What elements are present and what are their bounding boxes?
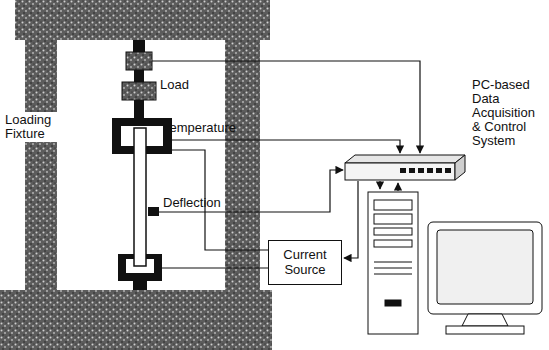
frame-base <box>0 290 272 350</box>
box-text: Current Source <box>273 247 337 277</box>
frame-column <box>25 40 57 292</box>
current-lead <box>162 267 268 268</box>
rod <box>133 40 145 52</box>
bus-up <box>397 183 398 191</box>
load-wire <box>152 61 420 153</box>
part-label: Deflection <box>163 196 221 210</box>
specimen <box>134 128 146 266</box>
deflection-wire <box>159 170 343 212</box>
control-wire <box>344 181 358 258</box>
part-label: PC-based Data Acquisition & Control Syst… <box>472 78 544 148</box>
rod <box>134 70 144 82</box>
rod <box>134 100 144 118</box>
computer-tower <box>368 192 418 334</box>
part-label: Loading Fixture <box>3 112 65 142</box>
daq-unit <box>345 155 465 180</box>
monitor <box>428 222 542 334</box>
deflection-sensor <box>148 207 159 216</box>
temperature-wire <box>172 140 400 153</box>
part-label: Temperature <box>163 121 236 135</box>
bus-down <box>379 181 380 189</box>
load-cell <box>126 52 152 70</box>
pin <box>133 281 147 290</box>
frame-crosshead <box>15 0 270 40</box>
load-block <box>122 82 156 100</box>
frame-column <box>225 40 260 292</box>
part-label: Load <box>160 78 189 92</box>
source-box: Current Source <box>268 240 342 285</box>
